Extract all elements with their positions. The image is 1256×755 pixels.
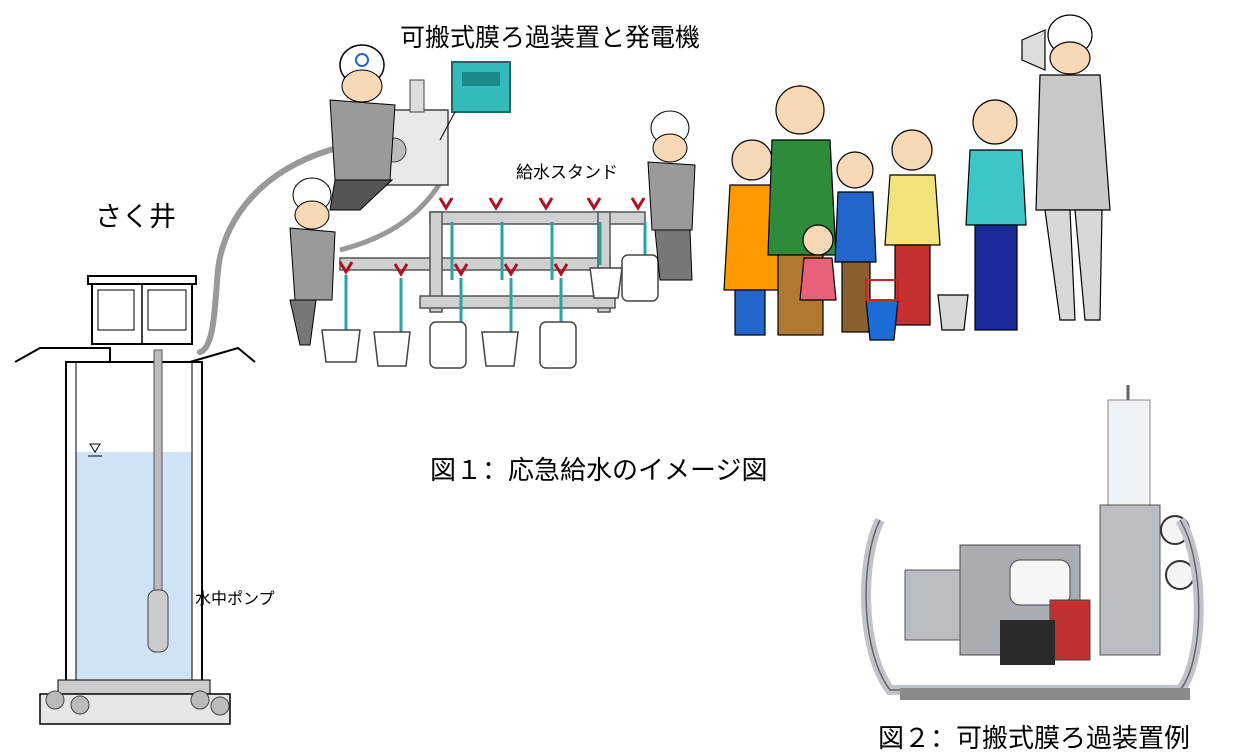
figure1-caption: 図１：応急給水のイメージ図 — [430, 456, 768, 486]
worker-operator — [329, 44, 396, 211]
family-group — [723, 85, 1027, 341]
stand-taps — [338, 197, 646, 277]
title-filter-and-generator: 可搬式膜ろ過装置と発電機 — [400, 23, 701, 52]
generator — [451, 61, 511, 113]
worker-right — [647, 110, 696, 281]
water-level-mark — [89, 443, 101, 453]
label-water-stand: 給水スタンド — [516, 163, 618, 183]
submersible-pump — [147, 589, 169, 653]
filter-device-photo — [861, 385, 1204, 700]
figure2-caption: 図２：可搬式膜ろ過装置例 — [878, 724, 1191, 754]
well-diagram — [14, 275, 256, 725]
containers — [321, 254, 659, 369]
worker-megaphone — [1021, 14, 1111, 321]
water-stand — [339, 211, 646, 313]
ground-line — [14, 347, 111, 363]
blue-bucket — [865, 299, 899, 341]
filter-unit-illustration — [377, 61, 511, 186]
well-water — [76, 452, 192, 680]
worker-left — [289, 177, 336, 346]
label-submersible-pump: 水中ポンプ — [195, 589, 275, 608]
title-well: さく井 — [95, 202, 176, 233]
pump-pipe — [153, 349, 163, 591]
